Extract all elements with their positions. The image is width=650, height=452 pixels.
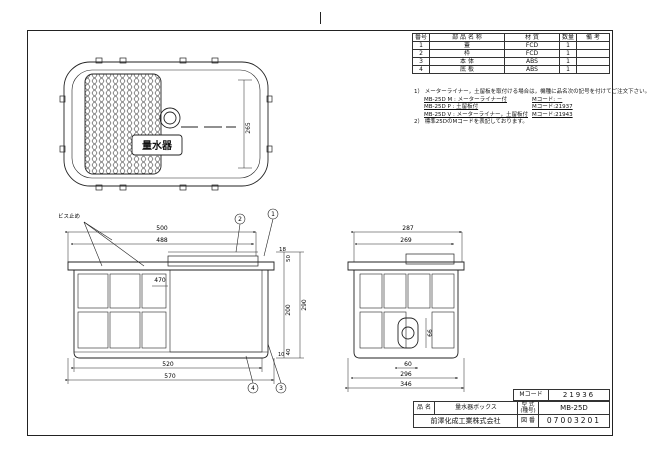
dim-50: 50 (286, 255, 292, 262)
note-model: MB-25D M : メーターライナー付 (424, 96, 507, 103)
lid-text: 量水器 (142, 139, 173, 152)
note-1: 1） メーターライナー，土留板を取付ける場合は，機種に品名次の記号を付けてご注文… (414, 89, 650, 95)
lid-emblem (159, 107, 181, 129)
table-row: 4 底 板 ABS 1 (411, 65, 610, 74)
dim-10: 10 (278, 352, 284, 358)
notes: 1） メーターライナー，土留板を取付ける場合は，機種に品名次の記号を付けてご注文… (414, 89, 650, 127)
cell: 4 (411, 65, 431, 74)
front-frame (167, 255, 259, 267)
dim-269: 269 (400, 237, 412, 244)
front-body (67, 261, 275, 359)
front-view (65, 208, 304, 394)
dim-18: 18 (279, 247, 286, 253)
side-grid (359, 273, 455, 349)
dim-570: 570 (164, 373, 176, 380)
lid-pattern (84, 73, 162, 175)
front-grid (77, 269, 263, 353)
callout-4: 4 (251, 385, 255, 392)
note-model: MB-25D P : 土留板付 (424, 104, 479, 111)
dim-346: 346 (400, 381, 412, 388)
dim-500: 500 (156, 225, 168, 232)
side-frame (405, 253, 455, 265)
plan-tabs (59, 57, 273, 191)
note-model: MB-25D V : メーターライナー，土留板付 (424, 111, 528, 118)
front-dims (65, 231, 304, 384)
plan-inner (71, 69, 261, 179)
dim-488: 488 (156, 237, 168, 244)
side-body (347, 261, 465, 359)
dim-290: 290 (301, 299, 308, 311)
lid-emblem-inner (163, 111, 177, 125)
note-2: 2） 標準25DのMコードを表記しております。 (414, 119, 528, 126)
callout-2: 2 (238, 216, 242, 223)
dim-200: 200 (285, 304, 292, 316)
screw-label: ビス止め (58, 212, 80, 220)
side-pipe (401, 326, 415, 340)
dim-296: 296 (400, 371, 412, 378)
drawing-frame (27, 30, 613, 436)
cell: 1 (559, 65, 578, 74)
dim-60: 60 (404, 361, 412, 368)
callout-3: 3 (279, 385, 283, 392)
dim-520: 520 (162, 361, 174, 368)
title-block: 品 名 量水器ボックス 型 式 (種号) MB-25D 前澤化成工業株式会社 図… (413, 401, 610, 428)
callout-1: 1 (271, 211, 275, 218)
drawing-label: 図 番 (517, 414, 539, 428)
side-pipe-hole (397, 317, 419, 349)
cell (576, 65, 610, 74)
note-line: MB-25D M : メーターライナー付 Mコード: － (414, 97, 610, 105)
lid-label-box (131, 134, 183, 156)
dim-40: 40 (286, 348, 292, 355)
type-label: 型 式 (種号) (517, 401, 539, 415)
note-code: Mコード:21937 (532, 104, 573, 111)
dim-66: 66 (427, 329, 434, 337)
note-line: MB-25D V : メーターライナー，土留板付 Mコード:21943 (414, 112, 610, 120)
note-code: Mコード:21943 (532, 111, 573, 118)
front-callouts (83, 208, 287, 394)
plan-view (59, 57, 273, 191)
parts-table: 番号 部 品 名 称 材 質 数量 備 考 1 蓋 FCD 1 2 枠 FCD … (411, 33, 610, 74)
dim-287: 287 (402, 225, 414, 232)
drawing-number: 07003201 (538, 414, 610, 428)
company-name: 前澤化成工業株式会社 (413, 414, 518, 428)
side-view (345, 231, 465, 392)
mcode-value: 21936 (548, 389, 610, 401)
dim-265: 265 (245, 122, 252, 134)
plan-outer (63, 61, 269, 187)
note-code: Mコード: － (532, 96, 563, 103)
mcode-table: Mコード 21936 (513, 389, 610, 401)
note-line: MB-25D P : 土留板付 Mコード:21937 (414, 104, 610, 112)
center-mark (320, 12, 321, 24)
side-dims (345, 231, 465, 392)
dim-470: 470 (154, 277, 166, 284)
